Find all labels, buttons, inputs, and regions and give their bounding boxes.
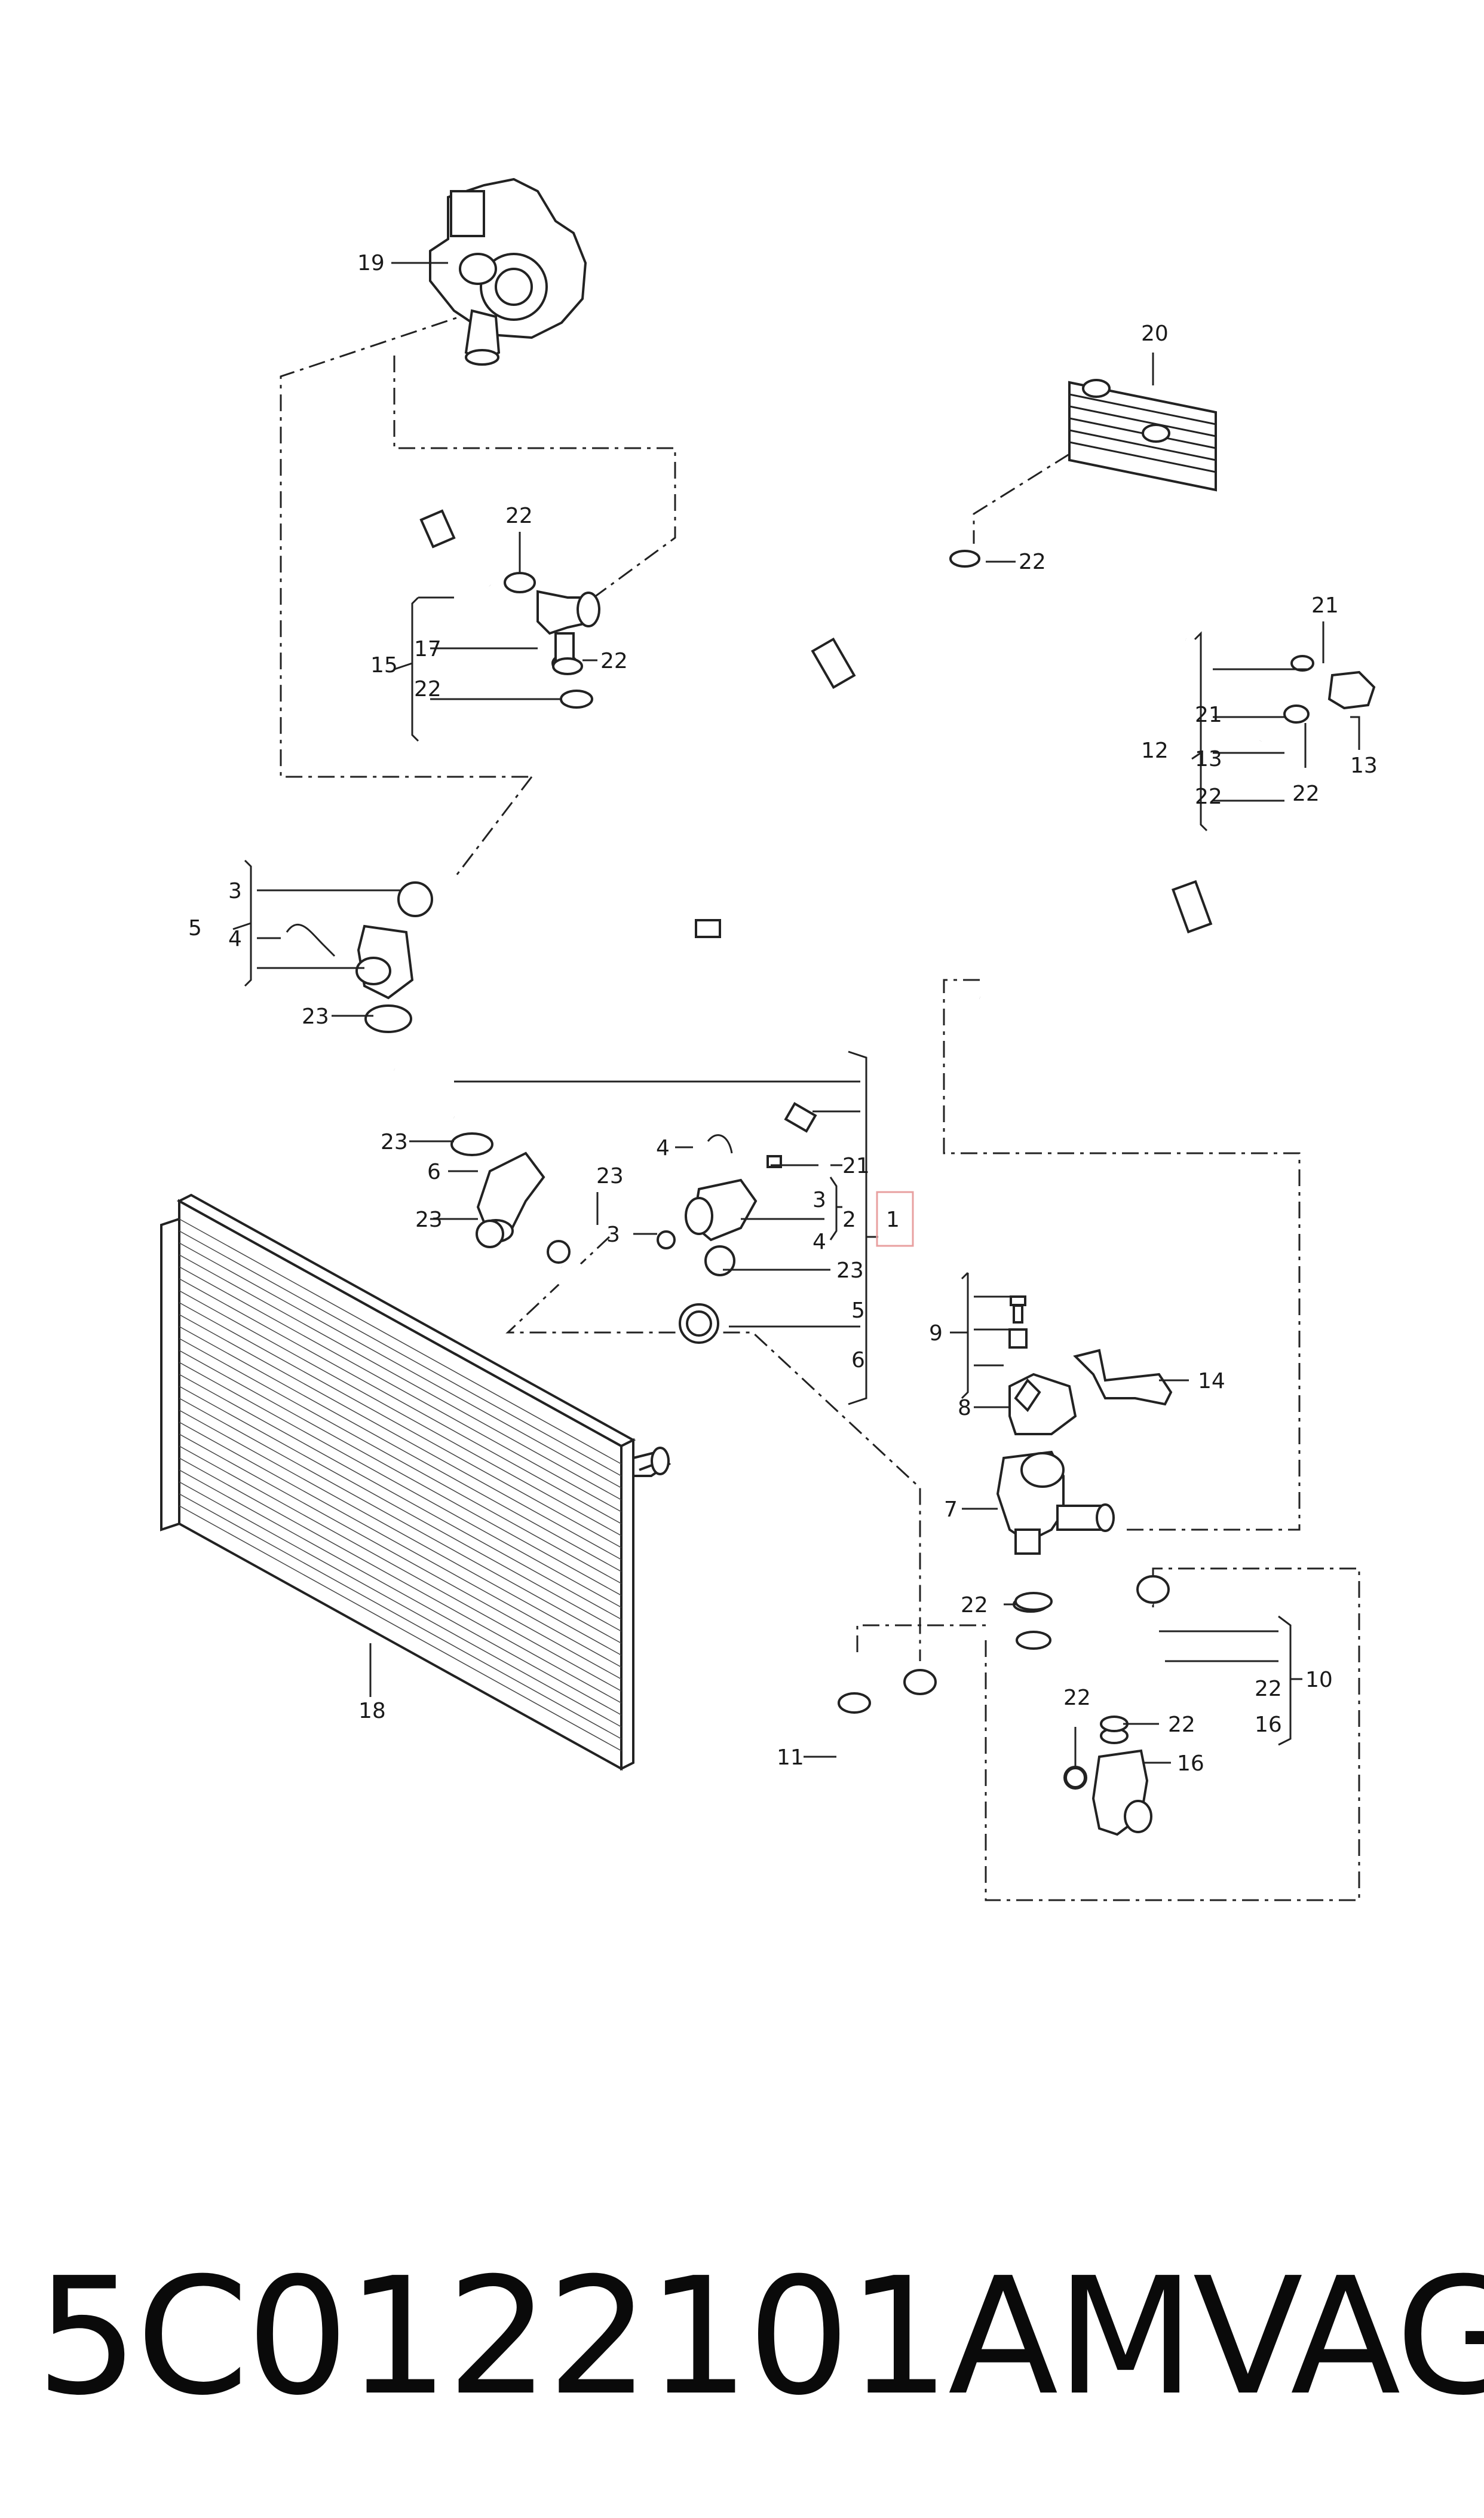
callout-18: 18 <box>358 1699 386 1723</box>
callout-16: 16 <box>1255 1713 1282 1737</box>
hose-clamps-22 <box>504 550 1314 1788</box>
callout-22: 22 <box>1168 1713 1195 1737</box>
callout-22: 22 <box>1195 785 1222 809</box>
callout-22: 22 <box>1255 1677 1282 1701</box>
callout-1: 1 <box>886 1208 900 1232</box>
guide-lines <box>280 310 1360 1901</box>
callout-4: 4 <box>656 1136 670 1160</box>
coolant-system-exploded-diagram: 19 20 22 22 15 17 22 22 21 12 21 13 22 1… <box>160 177 1378 1901</box>
callout-23: 23 <box>836 1258 864 1283</box>
callout-20: 20 <box>1141 321 1169 346</box>
callout-23: 23 <box>596 1164 624 1188</box>
hose-group-part-12 <box>977 636 1376 1011</box>
callout-21: 21 <box>842 1154 870 1178</box>
callout-6: 6 <box>851 1348 865 1373</box>
hose-part-11 <box>827 1669 937 1842</box>
callout-4: 4 <box>228 927 242 951</box>
thermostat-housing-part-19 <box>429 177 587 366</box>
oil-cooler-part-20 <box>1068 379 1217 492</box>
callout-15: 15 <box>370 653 398 678</box>
callout-9: 9 <box>929 1321 943 1346</box>
heater-hose-loop <box>676 919 817 1133</box>
callout-3: 3 <box>228 879 242 903</box>
callout-12: 12 <box>1141 739 1169 763</box>
leader-lines <box>232 262 1360 1769</box>
connector-part-2 <box>547 1134 782 1276</box>
part-caption: 5C0122101AM VAG <box>36 2223 1484 2450</box>
callout-23: 23 <box>415 1208 443 1232</box>
callout-17: 17 <box>414 637 441 661</box>
short-hose <box>385 1057 461 1132</box>
callout-21: 21 <box>1311 593 1339 618</box>
connector-part-6 <box>450 1132 545 1248</box>
callout-5: 5 <box>851 1298 865 1323</box>
callout-16: 16 <box>1177 1751 1204 1776</box>
callout-3: 3 <box>606 1223 620 1247</box>
callout-7: 7 <box>944 1497 958 1522</box>
callout-22: 22 <box>1063 1686 1091 1710</box>
callout-3: 3 <box>812 1188 826 1212</box>
callout-6: 6 <box>427 1160 441 1184</box>
callout-19: 19 <box>357 251 385 275</box>
callout-14: 14 <box>1198 1369 1225 1393</box>
callout-22: 22 <box>414 677 441 702</box>
hose-upper-to-oil-cooler <box>560 559 974 781</box>
highlight-box-part-1 <box>876 1191 914 1247</box>
callout-23: 23 <box>302 1004 329 1029</box>
callout-labels: 19 20 22 22 15 17 22 22 21 12 21 13 22 1… <box>188 251 1378 1776</box>
callout-22: 22 <box>505 504 533 528</box>
connector-part-17 <box>419 509 600 673</box>
callout-21: 21 <box>1195 703 1222 727</box>
auxiliary-pump-part-7 <box>996 1295 1173 1555</box>
callout-23: 23 <box>381 1130 408 1154</box>
callout-2: 2 <box>842 1208 856 1232</box>
callout-4: 4 <box>812 1230 826 1254</box>
elbow-part-5 <box>286 881 433 1033</box>
callout-8: 8 <box>958 1396 971 1420</box>
callout-11: 11 <box>777 1745 804 1770</box>
lower-curved-hose <box>551 1255 719 1344</box>
hose-part-10 <box>1013 1575 1170 1836</box>
callout-22: 22 <box>600 649 628 673</box>
callout-22: 22 <box>961 1593 988 1618</box>
brand-name: VAG <box>1192 2242 1484 2431</box>
callout-5: 5 <box>188 916 202 941</box>
callout-22: 22 <box>1019 550 1046 574</box>
radiator-part-18 <box>160 1193 672 1771</box>
callout-13: 13 <box>1350 753 1378 778</box>
callout-10: 10 <box>1305 1668 1333 1692</box>
callout-22: 22 <box>1292 782 1320 806</box>
part-number: 5C0122101AM <box>36 2242 1195 2431</box>
callout-13: 13 <box>1195 747 1222 771</box>
